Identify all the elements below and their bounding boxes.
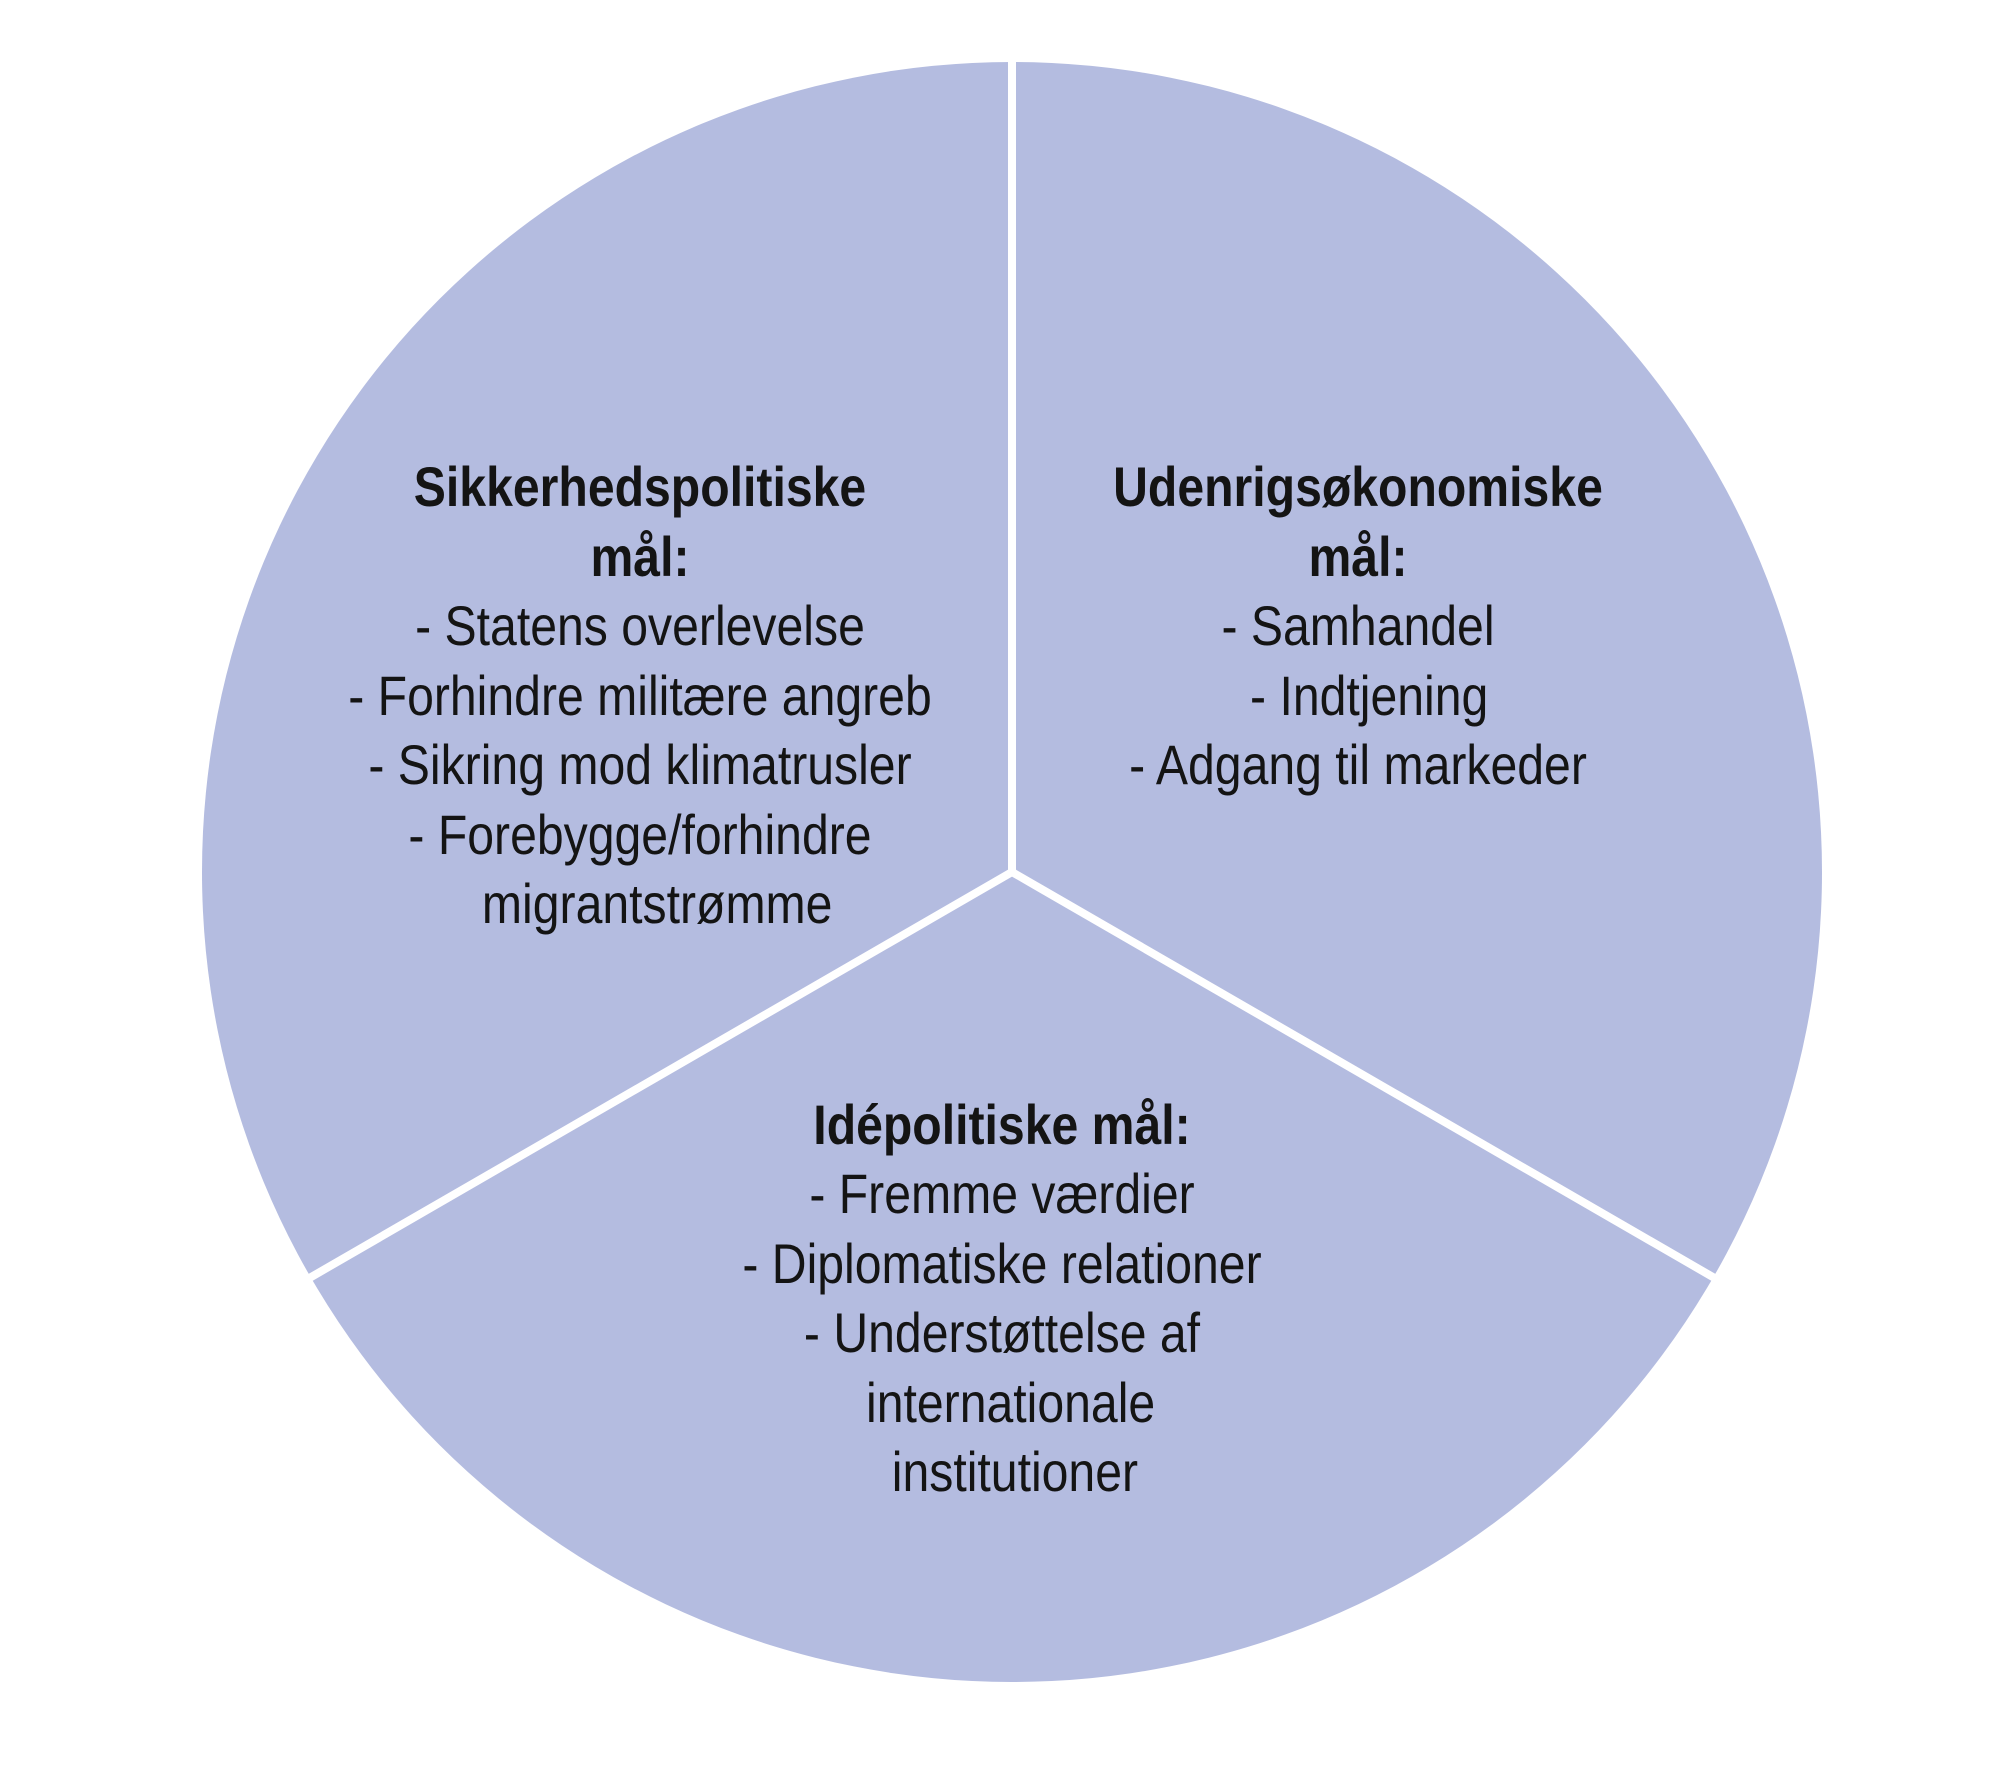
segment-title: mål: <box>1308 525 1408 588</box>
divider-lower-left <box>303 868 1015 1284</box>
goal-item: migrantstrømme <box>481 872 833 935</box>
segment-title: Idépolitiske mål: <box>813 1093 1191 1156</box>
goal-item: - Statens overlevelse <box>415 594 865 657</box>
goal-item: internationale <box>866 1371 1156 1434</box>
goal-item: - Adgang til markeder <box>1129 733 1587 796</box>
segment-title: Sikkerhedspolitiske <box>413 455 867 518</box>
goal-item: - Samhandel <box>1221 594 1495 657</box>
segment-title: mål: <box>590 525 690 588</box>
goal-item: - Fremme værdier <box>809 1162 1195 1225</box>
goal-item: institutioner <box>891 1440 1139 1503</box>
goal-item: - Sikring mod klimatrusler <box>368 733 912 796</box>
divider-lower-right <box>1009 868 1721 1284</box>
goal-item: - Diplomatiske relationer <box>742 1232 1262 1295</box>
goal-item: - Forebygge/forhindre <box>408 803 872 866</box>
segment-title: Udenrigsøkonomiske <box>1113 455 1603 518</box>
goal-item: - Indtjening <box>1250 664 1489 727</box>
goal-item: - Forhindre militære angreb <box>348 664 932 727</box>
goal-item: - Understøttelse af <box>803 1301 1201 1364</box>
